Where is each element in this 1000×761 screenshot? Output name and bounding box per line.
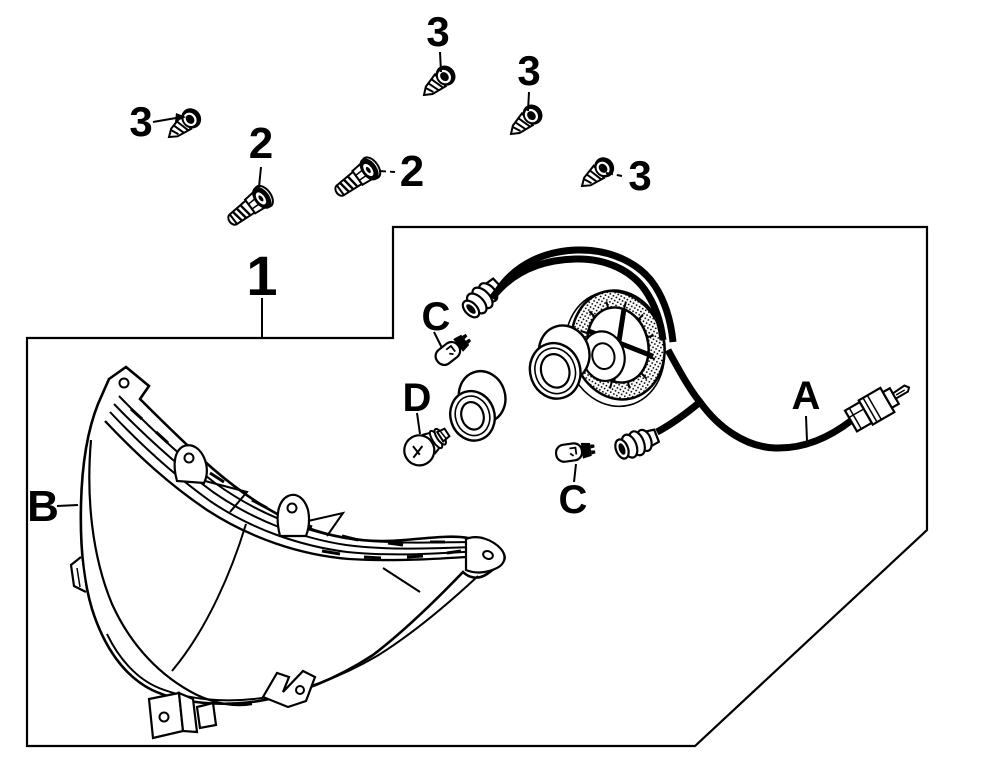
callout-housing: B — [27, 482, 59, 531]
wedge-bulb-lower — [553, 439, 598, 464]
callout-wedge-bulb-lower: C — [558, 478, 588, 522]
callout-wedge-bulb-upper: C — [421, 295, 451, 339]
leader-bolt-left — [258, 166, 262, 188]
screw-mid-center — [502, 99, 548, 143]
assembly-boundary-box — [25, 225, 929, 748]
callout-screw-mid-center: 3 — [517, 47, 541, 94]
leader-screw-mid-center — [527, 91, 530, 112]
harness-main-wire — [655, 348, 855, 452]
leader-harness-connector — [805, 415, 808, 442]
screw-upper-left — [161, 103, 207, 147]
leader-wedge-bulb-lower — [573, 463, 577, 483]
callout-assembly-box: 1 — [246, 244, 278, 307]
leader-screw-mid-right — [605, 172, 623, 177]
callout-screw-mid-right: 3 — [628, 152, 652, 199]
harness-wire-loop — [489, 246, 677, 343]
bulb-lower-d — [397, 418, 457, 473]
callout-harness-connector: A — [791, 374, 821, 418]
socket-grommet-ring — [449, 369, 507, 442]
gasket-ring — [528, 324, 591, 400]
harness-connector — [843, 384, 911, 433]
leader-bulb-lower — [416, 412, 421, 435]
leader-wedge-bulb-upper — [433, 331, 443, 349]
leader-screw-upper-left — [152, 113, 186, 123]
wiring-harness — [456, 246, 911, 464]
callout-screw-upper-left: 3 — [129, 98, 153, 145]
callout-bolt-left: 2 — [248, 119, 274, 168]
leader-lines — [56, 51, 808, 507]
headlight-housing — [69, 365, 506, 740]
callout-bolt-right: 2 — [399, 147, 425, 196]
bolt-left — [221, 180, 279, 234]
bulb-socket-lower — [610, 422, 663, 464]
callout-bulb-lower: D — [402, 376, 432, 420]
bolt-right — [328, 152, 386, 205]
leader-screw-top-center — [439, 51, 442, 73]
headlight-socket-ring — [564, 289, 666, 408]
screw-top-center — [415, 60, 461, 104]
leader-housing — [56, 504, 79, 507]
bulb-socket-upper — [456, 273, 508, 324]
leader-bolt-right — [378, 170, 396, 173]
callout-screw-top-center: 3 — [426, 8, 450, 55]
